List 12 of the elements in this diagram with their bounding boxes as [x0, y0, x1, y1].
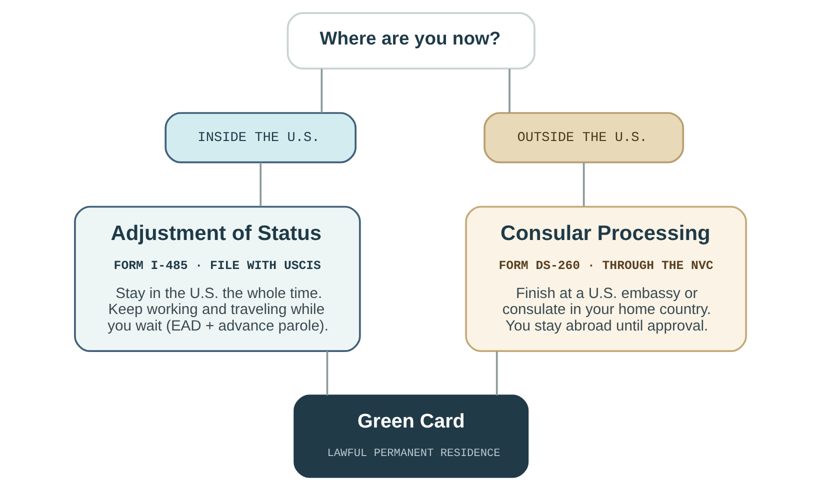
connector: [495, 351, 498, 396]
node-box: INSIDE THE U.S.: [164, 112, 356, 164]
node-box: Green Card LAWFUL PERMANENT RESIDENCE: [293, 394, 528, 478]
node-box: Where are you now?: [286, 12, 535, 70]
connector: [582, 162, 584, 206]
connector: [259, 162, 262, 206]
node-box: OUTSIDE THE U.S.: [483, 112, 684, 164]
connector: [508, 68, 510, 113]
node-box: Adjustment of Status FORM I-485 · FILE WITH USCIS Stay in the U.S. the whole time. Keep working and traveling while you wait (EAD + advance parole).: [74, 206, 360, 352]
node-box: Consular Processing FORM DS-260 · THROUGH THE NVC Finish at a U.S. embassy or consulate in your home country. You stay abroad until approval.: [464, 206, 746, 352]
connector: [326, 351, 328, 396]
connector: [320, 68, 322, 113]
